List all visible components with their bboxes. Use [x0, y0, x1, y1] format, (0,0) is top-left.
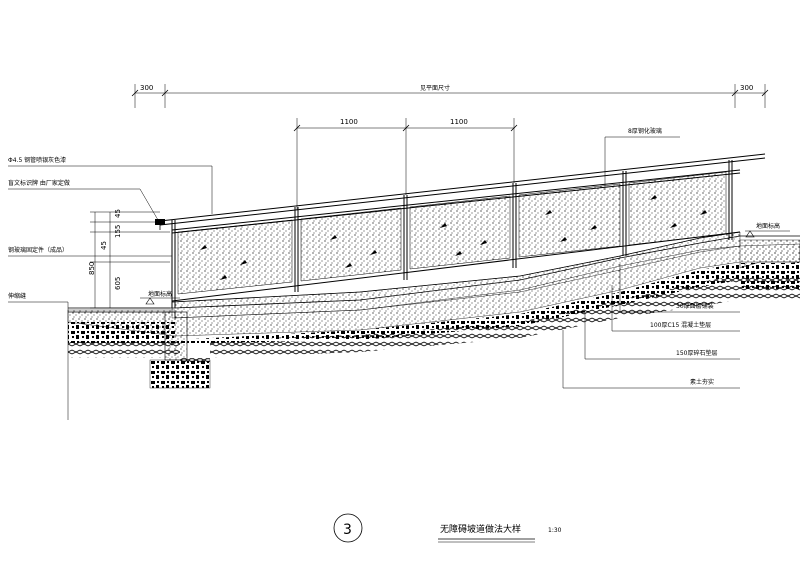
- ground-markers: 地面标高 地面标高: [140, 222, 790, 305]
- label-layer-soil: 素土夯实: [690, 378, 714, 386]
- railing: [155, 153, 766, 302]
- label-expansion-joint: 伸缩缝: [8, 292, 26, 300]
- label-tempered-glass: 8厚钢化玻璃: [628, 127, 662, 135]
- vertical-dimensions: 45 155 45 850 605: [88, 209, 170, 309]
- dim-right-300: 300: [740, 84, 753, 92]
- bay-dimension: 1100 1100: [293, 118, 518, 210]
- dim-h-lower: 605: [114, 277, 122, 290]
- dim-bay2: 1100: [450, 118, 468, 126]
- label-layer-surface: 30厚面层铺装: [676, 302, 714, 310]
- label-ground-left: 地面标高: [148, 290, 172, 298]
- left-callouts: Φ4.5 钢管喷银灰色漆 盲文标识牌 由厂家定做 钢玻璃固定件（成品） 伸缩缝: [8, 156, 213, 420]
- drawing-scale: 1:30: [548, 527, 562, 534]
- label-layer-gravel: 150厚碎石垫层: [676, 349, 717, 357]
- glass-panels: [177, 171, 727, 295]
- label-layer-concrete: 100厚C15 混凝土垫层: [650, 321, 711, 329]
- dim-h-top: 45: [114, 209, 122, 218]
- dim-h-mid1: 155: [114, 225, 122, 238]
- label-ground-right: 地面标高: [756, 222, 780, 230]
- drawing-title: 无障碍坡道做法大样: [440, 523, 521, 535]
- title-block: 3 无障碍坡道做法大样 1:30: [333, 513, 562, 543]
- dim-h-mid2: 45: [100, 241, 108, 250]
- label-glass-fixing: 钢玻璃固定件（成品）: [8, 246, 68, 254]
- label-handrail: Φ4.5 钢管喷银灰色漆: [8, 156, 66, 164]
- top-dimension-chain: 300 见平面尺寸 300: [131, 84, 769, 108]
- dim-h-total: 850: [88, 262, 96, 275]
- posts: [171, 160, 733, 308]
- label-braille-sign: 盲文标识牌 由厂家定做: [8, 179, 70, 187]
- dim-left-300: 300: [140, 84, 153, 92]
- right-callouts: 8厚钢化玻璃 30厚面层铺装 100厚C15 混凝土垫层 150厚碎石垫层 素土…: [562, 127, 740, 389]
- dim-bay1: 1100: [340, 118, 358, 126]
- dim-span-label: 见平面尺寸: [420, 84, 450, 92]
- drawing-number: 3: [343, 522, 352, 538]
